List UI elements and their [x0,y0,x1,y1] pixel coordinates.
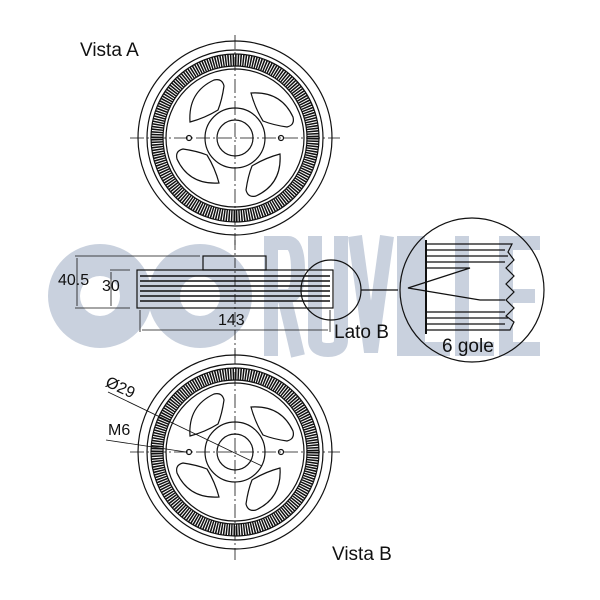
thread-dimension: M6 [108,422,131,439]
front-view-b [105,350,340,560]
pulley-height-dimension: 30 [102,278,120,295]
groove-detail [399,217,545,363]
view-b-label: Vista B [332,544,392,565]
front-view-a [130,35,340,245]
grooves-label: 6 gole [442,336,494,357]
view-a-label: Vista A [80,40,139,61]
total-height-dimension: 40.5 [58,272,90,289]
side-b-label: Lato B [334,322,389,343]
diameter-dimension: 143 [218,312,245,329]
side-view [75,240,398,360]
